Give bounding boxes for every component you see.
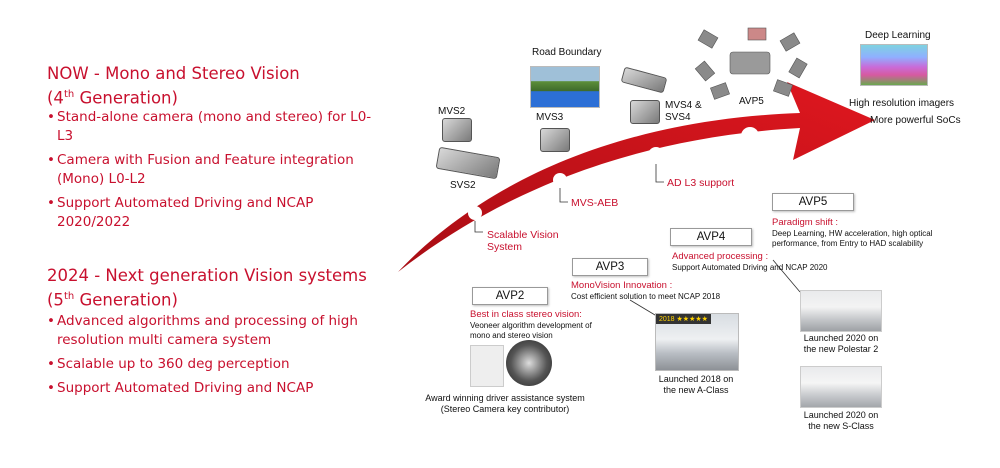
label-avp5-top: AVP5: [739, 96, 764, 107]
next-section-title: 2024 - Next generation Vision systems (5…: [47, 265, 367, 311]
next-title-line1: 2024 - Next generation Vision systems: [47, 266, 367, 285]
milestone-dot: [468, 206, 482, 220]
avp3-title-box: AVP3: [572, 258, 648, 276]
avp3-description: Cost efficient solution to meet NCAP 201…: [571, 292, 721, 301]
now-bullet-list: Stand-alone camera (mono and stereo) for…: [47, 108, 377, 237]
now-bullet: Camera with Fusion and Feature integrati…: [47, 151, 377, 189]
label-svs2: SVS2: [450, 180, 476, 191]
avp4-subtitle: Advanced processing :: [672, 251, 769, 262]
label-more-powerful: More powerful SoCs: [870, 115, 961, 126]
sensor-icon: [773, 79, 793, 97]
avp2-title-box: AVP2: [472, 287, 548, 305]
next-bullet: Scalable up to 360 deg perception: [47, 355, 377, 374]
award-seal-image: [506, 340, 552, 386]
sensor-icon: [747, 27, 767, 41]
avp5-title-box: AVP5: [772, 193, 854, 211]
label-mvs3: MVS3: [536, 112, 564, 123]
label-high-res: High resolution imagers: [849, 98, 955, 109]
sclass-car-photo: [800, 366, 882, 408]
milestone-scalable-vision: Scalable Vision System: [487, 229, 559, 253]
sensor-icon: [694, 60, 716, 82]
road-boundary-image: [530, 66, 600, 108]
avp5-description: Deep Learning, HW acceleration, high opt…: [772, 229, 933, 248]
now-bullet: Stand-alone camera (mono and stereo) for…: [47, 108, 377, 146]
avp4-description: Support Automated Driving and NCAP 2020: [672, 263, 828, 272]
sensor-icon: [710, 82, 730, 100]
label-mvs4-svs4: MVS4 & SVS4: [665, 100, 702, 123]
milestone-dot: [741, 127, 759, 145]
avp2-description: Veoneer algorithm development of mono an…: [470, 321, 592, 340]
next-bullet: Advanced algorithms and processing of hi…: [47, 312, 377, 350]
avp3-caption: Launched 2018 on the new A-Class: [658, 374, 734, 395]
polestar-caption: Launched 2020 on the new Polestar 2: [803, 333, 879, 354]
milestone-mvs-aeb: MVS-AEB: [571, 197, 619, 209]
next-title-line2: (5th Generation): [47, 290, 178, 310]
polestar-car-photo: [800, 290, 882, 332]
ncap-badge: 2018 ★★★★★: [656, 314, 711, 324]
next-bullet: Support Automated Driving and NCAP: [47, 379, 377, 398]
now-title-line2: (4th Generation): [47, 88, 178, 108]
connector-line: [655, 164, 664, 183]
milestone-dot: [553, 173, 567, 187]
ecu-icon: [729, 51, 771, 75]
avp3-car-photo: 2018 ★★★★★: [655, 313, 739, 371]
label-deep-learning: Deep Learning: [865, 30, 931, 41]
avp4-title-box: AVP4: [670, 228, 752, 246]
milestone-dot: [648, 147, 664, 163]
mvs3-camera-image: [540, 128, 570, 152]
sensor-icon: [779, 32, 801, 52]
deep-learning-image: [860, 44, 928, 86]
avp5-subtitle: Paradigm shift :: [772, 217, 838, 228]
milestone-ad-l3: AD L3 support: [667, 177, 735, 189]
mvs2-camera-image: [442, 118, 472, 142]
now-title-line1: NOW - Mono and Stereo Vision: [47, 64, 300, 83]
connector-line: [474, 221, 483, 233]
label-road-boundary: Road Boundary: [532, 47, 602, 58]
label-mvs2: MVS2: [438, 106, 466, 117]
connector-line: [772, 259, 801, 293]
sensor-icon: [697, 29, 719, 49]
next-bullet-list: Advanced algorithms and processing of hi…: [47, 312, 377, 403]
now-bullet: Support Automated Driving and NCAP 2020/…: [47, 194, 377, 232]
avp3-subtitle: MonoVision Innovation :: [571, 280, 673, 291]
now-section-title: NOW - Mono and Stereo Vision (4th Genera…: [47, 63, 300, 109]
sensor-icon: [788, 57, 808, 79]
sclass-caption: Launched 2020 on the new S-Class: [803, 410, 879, 431]
car-award-logo: [470, 345, 504, 387]
connector-line: [559, 188, 568, 203]
avp2-subtitle: Best in class stereo vision:: [470, 309, 582, 320]
avp2-caption: Award winning driver assistance system (…: [425, 393, 585, 414]
svs4-camera-image: [630, 100, 660, 124]
